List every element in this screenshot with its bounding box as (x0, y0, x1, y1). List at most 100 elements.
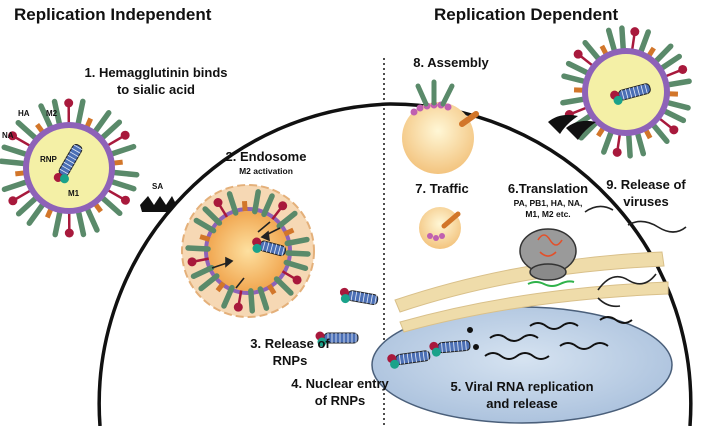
ha-spike (248, 288, 255, 314)
ha-spike (257, 286, 270, 311)
step-6-line-1: 6.Translation (508, 181, 588, 196)
ha-spike (634, 129, 647, 157)
rnp (315, 331, 359, 347)
m2-channel (241, 200, 248, 212)
na-spike-head (278, 201, 288, 211)
step-1-line-2: to sialic acid (117, 82, 195, 97)
step-7-label: 7. Traffic (415, 181, 468, 196)
label-m2: M2 (46, 109, 58, 118)
step-6-line-2: PA, PB1, HA, NA, (514, 198, 583, 208)
ha-spike (637, 29, 651, 56)
endosome-proton-arrows (211, 221, 281, 289)
ha-spike (664, 78, 692, 88)
na-spike-head (8, 131, 18, 141)
step-1-line-1: 1. Hemagglutinin binds (84, 65, 227, 80)
ha-spike (202, 206, 223, 226)
ha-spike (185, 245, 211, 252)
rnp (339, 287, 379, 305)
ha-spike (578, 119, 600, 141)
ha-spike (99, 194, 123, 217)
na-spike (578, 54, 594, 67)
label-na: NA (2, 131, 14, 140)
endosome-spikes (185, 189, 311, 314)
ha-spike (660, 107, 687, 124)
ha-spike (650, 121, 670, 145)
rnp (252, 237, 287, 257)
na-spike-head (233, 302, 243, 312)
step-3-line-2: RNPs (273, 353, 308, 368)
ha-spike (110, 169, 140, 178)
ha-spike (193, 217, 217, 234)
ha-spike (108, 178, 137, 192)
ha-spike (75, 208, 87, 238)
ha-spike (560, 96, 588, 106)
na-spike-head (630, 27, 640, 37)
na-spike-head (120, 195, 130, 205)
rnp (387, 350, 431, 369)
ha-spike (284, 236, 310, 247)
m2-channel (215, 281, 226, 293)
na-spike (106, 188, 125, 201)
m2-channel (283, 227, 295, 237)
na-spike (630, 33, 636, 51)
step-4-line-1: 4. Nuclear entry (291, 376, 389, 391)
step-9-line-1: 9. Release of (606, 177, 686, 192)
ha-spike (652, 43, 674, 65)
ha-spike (273, 276, 294, 296)
step-8-label: 8. Assembly (413, 55, 489, 70)
step-6-line-3: M1, M2 etc. (525, 209, 570, 219)
na-spike (281, 270, 296, 281)
na-spike (13, 135, 32, 148)
na-spike-head (573, 49, 583, 59)
na-spike-head (8, 196, 18, 206)
ha-spike (283, 259, 309, 272)
rnp (53, 144, 83, 184)
header-replication-independent: Replication Independent (14, 5, 212, 24)
ha-spike (198, 273, 220, 292)
mrna-strands (584, 205, 687, 308)
na-spike (106, 135, 125, 147)
ha-spike (625, 131, 633, 159)
na-spike-head (678, 64, 688, 74)
ha-spike (658, 53, 683, 72)
na-spike-head (612, 147, 622, 157)
na-spike (570, 106, 588, 115)
ha-spike (51, 98, 63, 128)
label-m1: M1 (68, 189, 80, 198)
ha-spike (561, 73, 589, 85)
step-3-line-1: 3. Release of (250, 336, 330, 351)
ha-spike (1, 144, 30, 158)
ha-spike (582, 39, 602, 63)
na-spike-head (669, 125, 679, 135)
step-2-line-1: 2. Endosome (226, 149, 307, 164)
na-spike (217, 203, 229, 218)
viral-rna-strands (467, 316, 633, 360)
release-crescent (548, 114, 596, 140)
label-rnp: RNP (40, 155, 58, 164)
rnp (429, 340, 471, 357)
ha-spike (15, 194, 40, 217)
traffic-vesicle (419, 207, 461, 249)
ha-spike (108, 143, 137, 157)
ha-spike (190, 265, 215, 279)
m2-channel (266, 283, 277, 295)
ha-spike (565, 60, 592, 77)
ha-spike (619, 25, 627, 53)
step-9-line-2: viruses (623, 194, 669, 209)
label-ha: HA (18, 109, 30, 118)
ha-spike (15, 119, 39, 142)
ha-spike (38, 103, 54, 131)
step-2-line-2: M2 activation (239, 166, 293, 176)
cell-membrane (97, 102, 693, 426)
ha-spike (605, 27, 618, 55)
ha-spike (276, 210, 298, 229)
step-5-line-1: 5. Viral RNA replication (450, 379, 593, 394)
rnp (610, 83, 651, 105)
ha-spike (252, 189, 261, 215)
endoplasmic-reticulum (394, 251, 669, 333)
ha-spike (221, 284, 235, 309)
na-spike (237, 290, 243, 306)
na-spike-head (64, 228, 74, 238)
assembly-vesicle (402, 79, 479, 174)
